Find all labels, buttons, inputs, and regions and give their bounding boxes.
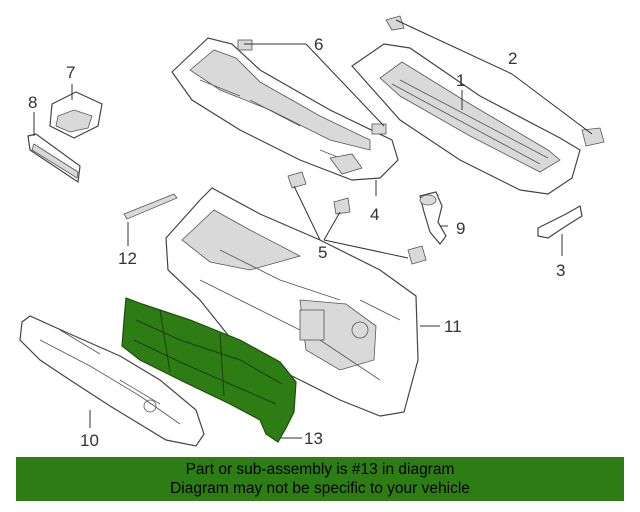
part-3-bracket [537, 205, 583, 239]
callout-2: 2 [508, 49, 517, 68]
part-1-cowl-grille [351, 15, 605, 195]
leader-lines [33, 19, 593, 439]
callout-12: 12 [118, 249, 137, 268]
callout-13: 13 [304, 429, 323, 448]
callout-6: 6 [314, 35, 323, 54]
part-9-duct [419, 191, 447, 245]
callout-8: 8 [28, 93, 37, 112]
banner-line-2: Diagram may not be specific to your vehi… [170, 480, 470, 497]
callout-numbers: 1 2 3 4 5 6 7 8 9 10 11 12 13 [28, 35, 565, 450]
part-12-seal [123, 193, 178, 220]
callout-7: 7 [66, 63, 75, 82]
part-8-strip [27, 133, 81, 184]
part-6-cowl-panel [171, 37, 399, 181]
part-7-module [49, 91, 103, 139]
banner-line-1: Part or sub-assembly is #13 in diagram [185, 461, 455, 478]
callout-3: 3 [556, 261, 565, 280]
callout-5: 5 [318, 243, 327, 262]
callout-1: 1 [456, 71, 465, 90]
callout-10: 10 [80, 431, 99, 450]
part-5-brackets [287, 171, 427, 265]
notice-banner: Part or sub-assembly is #13 in diagram D… [16, 457, 624, 501]
callout-11: 11 [444, 317, 462, 336]
part-11-dash-panel [165, 187, 419, 417]
part-13-dash-insulator [121, 297, 297, 443]
callout-9: 9 [456, 219, 465, 238]
part-10-insulator [19, 315, 205, 447]
callout-4: 4 [370, 205, 379, 224]
